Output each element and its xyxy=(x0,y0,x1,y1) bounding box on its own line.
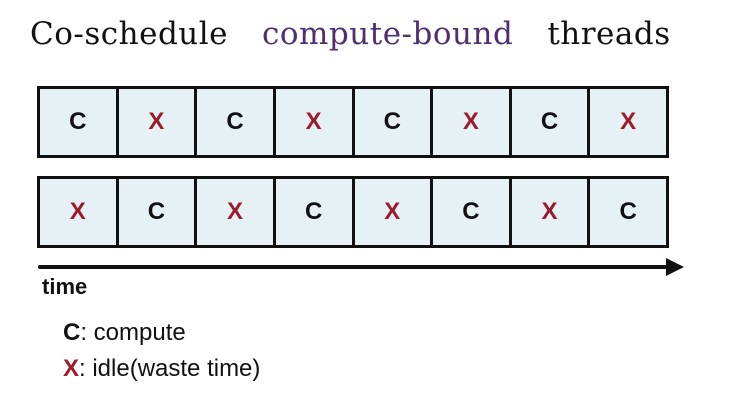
idle-cell: X xyxy=(512,179,591,245)
compute-cell: C xyxy=(619,198,637,225)
idle-cell: X xyxy=(119,89,198,155)
compute-cell: C xyxy=(40,89,119,155)
time-arrow-icon xyxy=(38,258,684,276)
compute-cell: C xyxy=(119,179,198,245)
idle-cell: X xyxy=(620,108,637,135)
idle-cell: X xyxy=(40,179,119,245)
idle-cell: X xyxy=(276,89,355,155)
compute-cell: C xyxy=(355,89,434,155)
legend-idle: X: idle(waste time) xyxy=(63,355,260,383)
legend-compute-text: : compute xyxy=(80,319,186,346)
time-axis-label: time xyxy=(42,274,88,299)
compute-cell: C xyxy=(197,89,276,155)
legend-idle-text: : idle(waste time) xyxy=(79,355,261,382)
legend-idle-symbol: X xyxy=(63,355,80,382)
diagram-title: Co-schedule compute-bound threads xyxy=(30,16,671,52)
title-part-3: threads xyxy=(547,16,671,52)
title-part-1: Co-schedule xyxy=(30,16,229,52)
compute-cell: C xyxy=(433,179,512,245)
idle-cell: X xyxy=(433,89,512,155)
idle-cell: X xyxy=(355,179,434,245)
title-part-2: compute-bound xyxy=(262,16,514,52)
idle-cell: X xyxy=(197,179,276,245)
compute-cell: C xyxy=(512,89,591,155)
legend-compute-symbol: C xyxy=(63,319,81,346)
compute-cell: C xyxy=(276,179,355,245)
legend-compute: C: compute xyxy=(63,319,186,347)
